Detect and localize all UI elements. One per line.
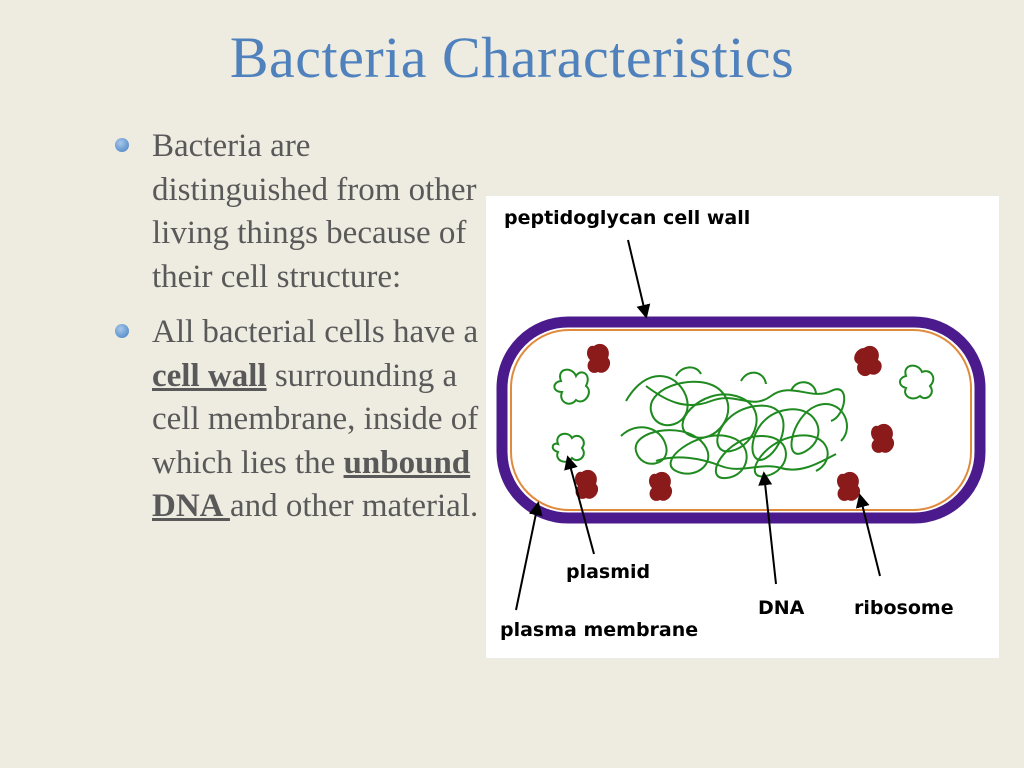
slide-title: Bacteria Characteristics xyxy=(229,25,795,90)
label-dna: DNA xyxy=(758,597,805,619)
plasmid-left-bottom xyxy=(551,432,585,463)
emphasized-term-cell-wall: cell wall xyxy=(152,357,267,394)
emphasized-term-unbound-dna: unbound DNA xyxy=(152,444,471,525)
bullet-list: Bacteria are distinguished from other li… xyxy=(112,125,492,541)
ribosome-granules xyxy=(575,343,895,501)
bullet-text-part: surrounding a cell membrane, inside of w… xyxy=(152,357,479,481)
plasmid-left-top xyxy=(553,368,590,405)
bullet-icon xyxy=(115,324,129,338)
dna-strand xyxy=(620,366,848,480)
bullet-text-part: and other material. xyxy=(229,488,479,524)
label-plasma-membrane: plasma membrane xyxy=(500,619,698,641)
bullet-text-part: Bacteria are distinguished from other li… xyxy=(152,128,477,295)
bullet-text: All bacterial cells have a cell wall sur… xyxy=(152,311,492,529)
bacterial-cell-diagram: peptidoglycan cell wall plasmid DNA ribo… xyxy=(486,196,999,658)
label-arrows xyxy=(515,239,881,611)
plasma-membrane xyxy=(510,329,972,511)
bullet-text-part: All bacterial cells have a xyxy=(152,314,479,350)
plasmid-right xyxy=(899,364,935,400)
bullet-text: Bacteria are distinguished from other li… xyxy=(152,125,492,299)
label-plasmid: plasmid xyxy=(566,561,650,583)
label-ribosome: ribosome xyxy=(854,597,954,619)
label-peptidoglycan-cell-wall: peptidoglycan cell wall xyxy=(504,207,750,229)
bullet-icon xyxy=(115,138,129,152)
bullet-item: All bacterial cells have a cell wall sur… xyxy=(112,311,492,529)
bacterial-cell-svg: peptidoglycan cell wall plasmid DNA ribo… xyxy=(496,207,986,641)
bullet-item: Bacteria are distinguished from other li… xyxy=(112,125,492,299)
